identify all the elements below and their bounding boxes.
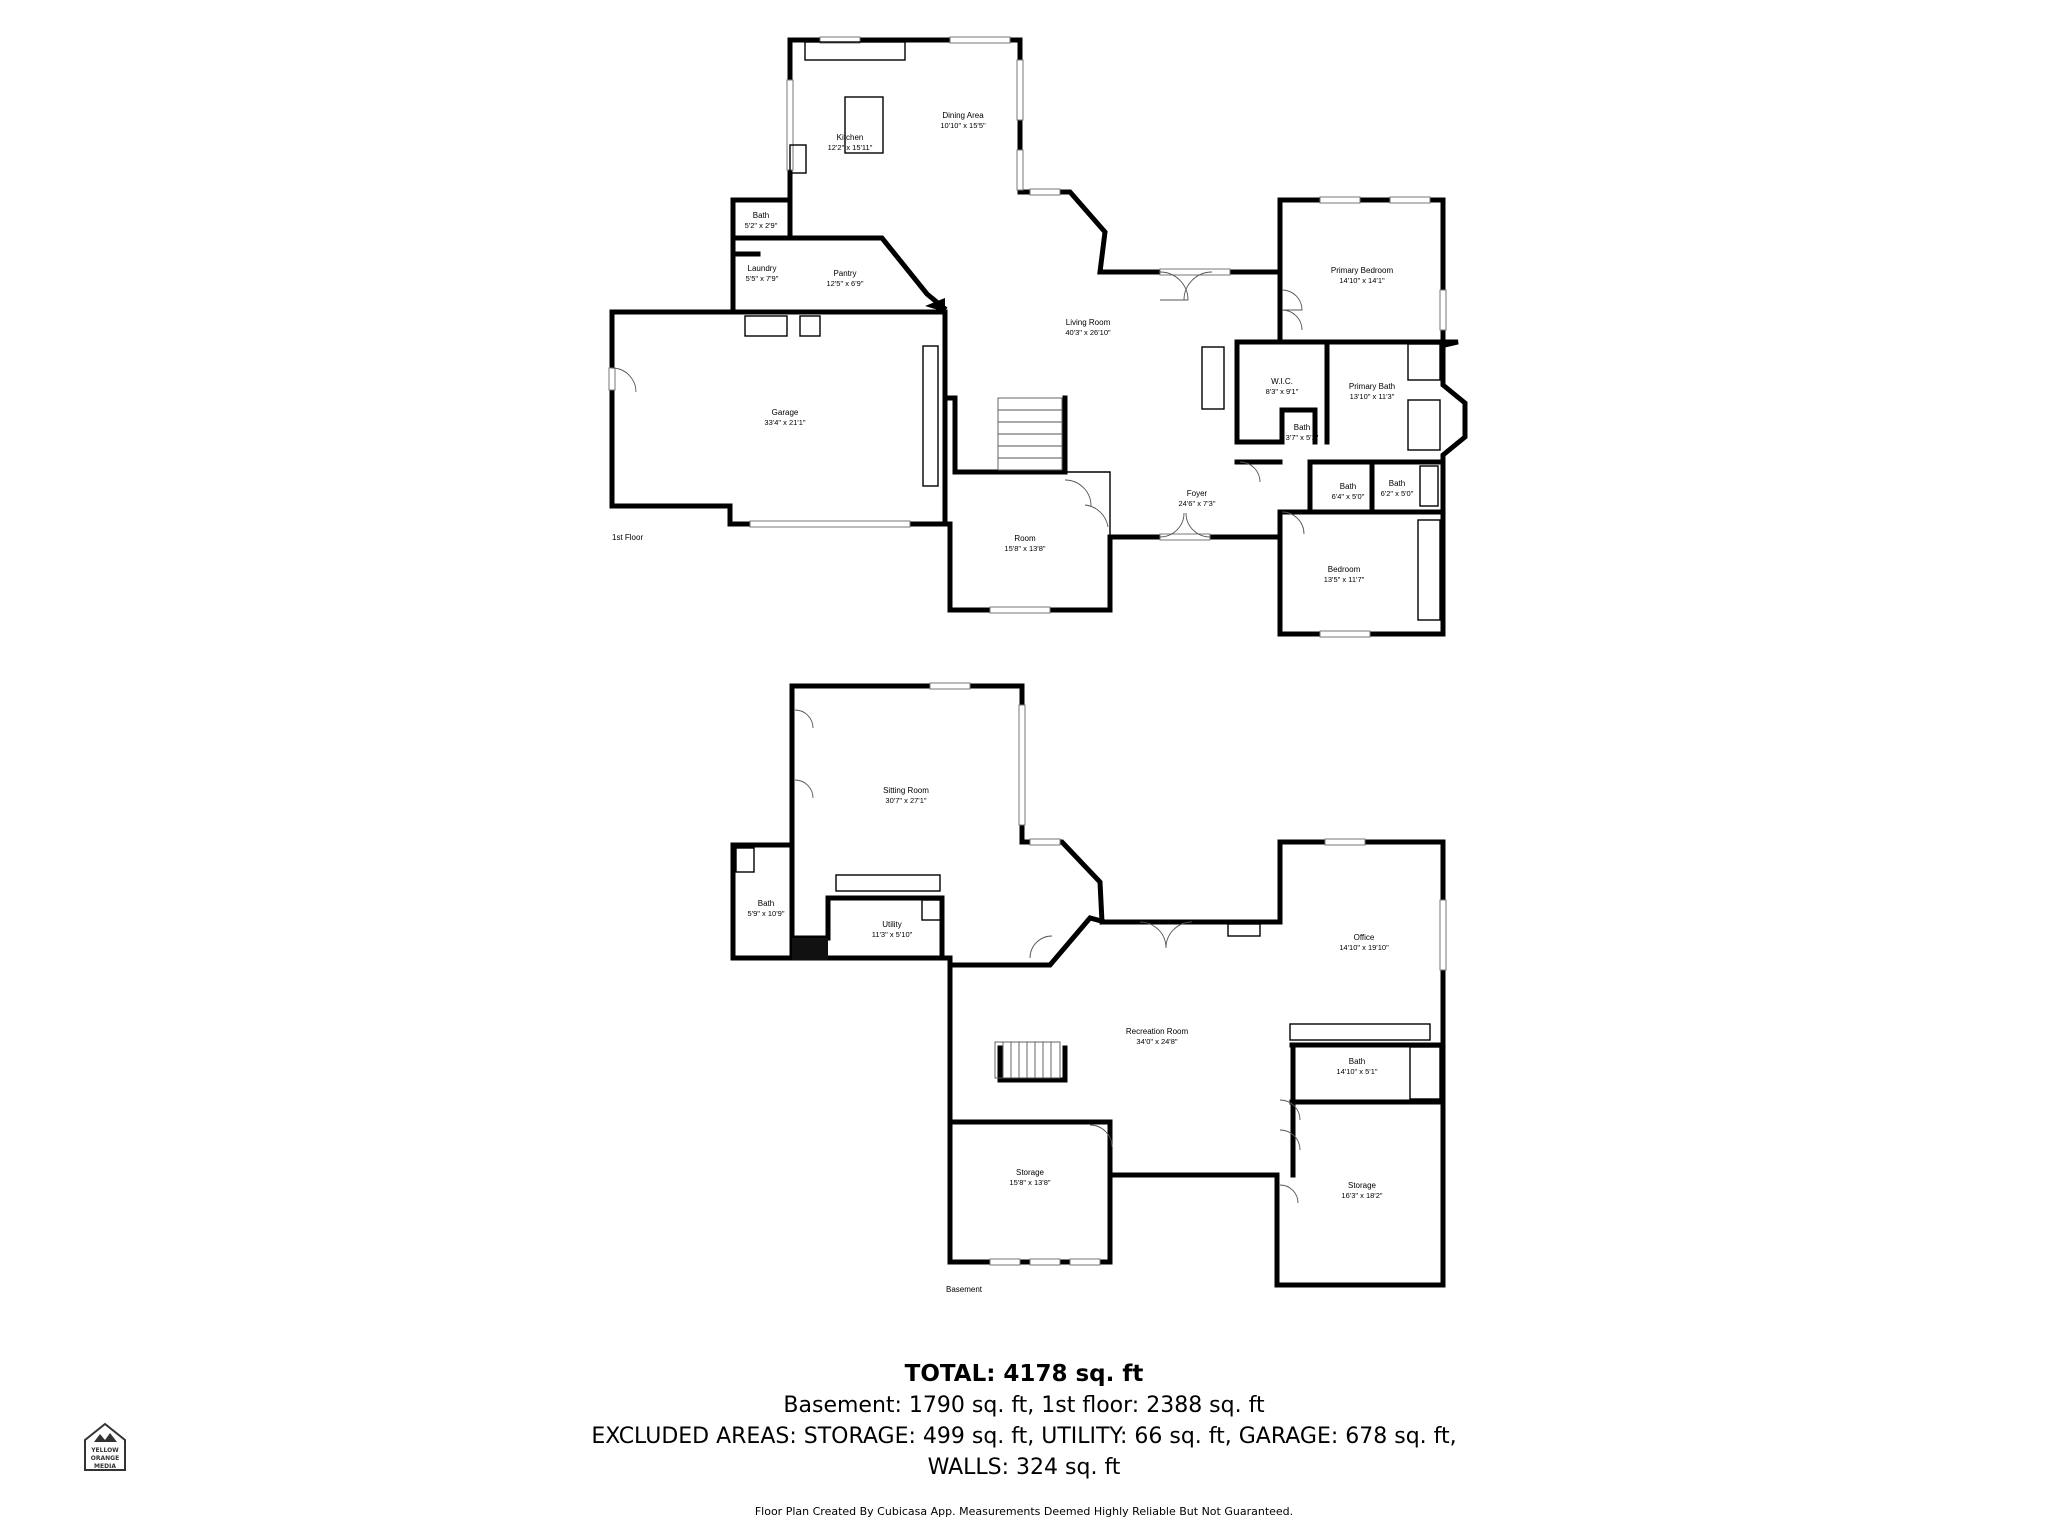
room-dims: 40'3" x 26'10" <box>1065 328 1111 337</box>
room-dims: 16'3" x 18'2" <box>1341 1191 1382 1200</box>
room-dims: 6'2" x 5'0" <box>1381 489 1414 498</box>
room-name: Office <box>1354 933 1375 942</box>
room-name: Primary Bath <box>1349 382 1395 391</box>
room-name: Bath <box>1294 423 1310 432</box>
room-name: Storage <box>1016 1168 1045 1177</box>
room-dims: 30'7" x 27'1" <box>885 796 926 805</box>
room-name: Bath <box>1389 479 1405 488</box>
basement-fixtures <box>735 709 1441 1204</box>
area-summary: TOTAL: 4178 sq. ft Basement: 1790 sq. ft… <box>0 1358 2048 1483</box>
living-room-walls <box>942 197 1459 613</box>
room-name: Utility <box>882 920 902 929</box>
room-name: Foyer <box>1187 489 1208 498</box>
room-dims: 12'2" x 15'11" <box>828 143 873 152</box>
bedroom-walls <box>1277 509 1446 637</box>
basement-plan <box>730 683 1446 1288</box>
room-name: W.I.C. <box>1271 377 1293 386</box>
basement-windows <box>929 682 1447 1266</box>
svg-text:YELLOW: YELLOW <box>90 1447 119 1454</box>
room-dims: 34'0" x 24'8" <box>1136 1037 1177 1046</box>
room-name: Dining Area <box>942 111 984 120</box>
room-dims: 13'10" x 11'3" <box>1350 392 1395 401</box>
first-floor-windows <box>608 36 1447 638</box>
room-dims: 15'8" x 13'8" <box>1009 1178 1050 1187</box>
room-name: Storage <box>1348 1181 1377 1190</box>
kitchen-dining-walls <box>787 37 1283 312</box>
room-dims: 14'10" x 14'1" <box>1339 276 1385 285</box>
room-dims: 15'8" x 13'8" <box>1004 544 1045 553</box>
room-name: Pantry <box>833 269 856 278</box>
room-name: Sitting Room <box>883 786 929 795</box>
room-dims: 13'5" x 11'7" <box>1324 575 1365 584</box>
floor-label: Basement <box>946 1285 983 1294</box>
first-floor-room-labels: Dining Area 10'10" x 15'5" Kitchen 12'2"… <box>745 111 1414 584</box>
room-name: Garage <box>772 408 799 417</box>
room-name: Living Room <box>1066 318 1111 327</box>
room-name: Room <box>1014 534 1036 543</box>
room-dims: 5'9" x 10'9" <box>748 909 785 918</box>
floor-areas: Basement: 1790 sq. ft, 1st floor: 2388 s… <box>783 1393 1265 1418</box>
total-area: TOTAL: 4178 sq. ft <box>904 1361 1144 1387</box>
room-name: Kitchen <box>837 133 864 142</box>
room-dims: 6'4" x 5'0" <box>1332 492 1365 501</box>
basement-divider-walls <box>789 842 1446 1178</box>
first-floor-fixtures <box>611 41 1441 621</box>
room-name: Bath <box>1349 1057 1365 1066</box>
stair-walls <box>952 395 1068 475</box>
room-dims: 8'3" x 9'1" <box>1266 387 1299 396</box>
room-dims: 3'7" x 5'1" <box>1286 433 1319 442</box>
room-name: Recreation Room <box>1126 1027 1189 1036</box>
basement-room-labels: Sitting Room 30'7" x 27'1" Bath 5'9" x 1… <box>748 786 1390 1200</box>
room-dims: 33'4" x 21'1" <box>764 418 805 427</box>
room-name: Bedroom <box>1328 565 1361 574</box>
room-name: Bath <box>1340 482 1356 491</box>
first-floor-plan <box>609 37 1468 637</box>
room-name: Primary Bedroom <box>1331 266 1394 275</box>
room-dims: 14'10" x 5'1" <box>1336 1067 1377 1076</box>
disclaimer: Floor Plan Created By Cubicasa App. Meas… <box>754 1505 1294 1518</box>
primary-suite-walls <box>1234 339 1468 508</box>
svg-text:ORANGE: ORANGE <box>91 1455 119 1462</box>
room-name: Bath <box>758 899 774 908</box>
svg-text:MEDIA: MEDIA <box>94 1463 116 1470</box>
room-dims: 10'10" x 15'5" <box>940 121 986 130</box>
excluded-areas: EXCLUDED AREAS: STORAGE: 499 sq. ft, UTI… <box>591 1424 1457 1449</box>
walls-area: WALLS: 324 sq. ft <box>927 1455 1121 1480</box>
room-dims: 5'2" x 2'9" <box>745 221 778 230</box>
yellow-orange-media-logo: YELLOW ORANGE MEDIA <box>84 1422 126 1471</box>
room-name: Bath <box>753 211 769 220</box>
floor-label: 1st Floor <box>612 533 643 542</box>
room-dims: 24'6" x 7'3" <box>1179 499 1216 508</box>
room-dims: 11'3" x 5'10" <box>872 930 913 939</box>
room-dims: 12'5" x 6'9" <box>827 279 864 288</box>
room-name: Laundry <box>748 264 777 273</box>
room-dims: 5'5" x 7'9" <box>746 274 779 283</box>
room-dims: 14'10" x 19'10" <box>1339 943 1389 952</box>
sitting-room-walls <box>730 683 1446 1288</box>
